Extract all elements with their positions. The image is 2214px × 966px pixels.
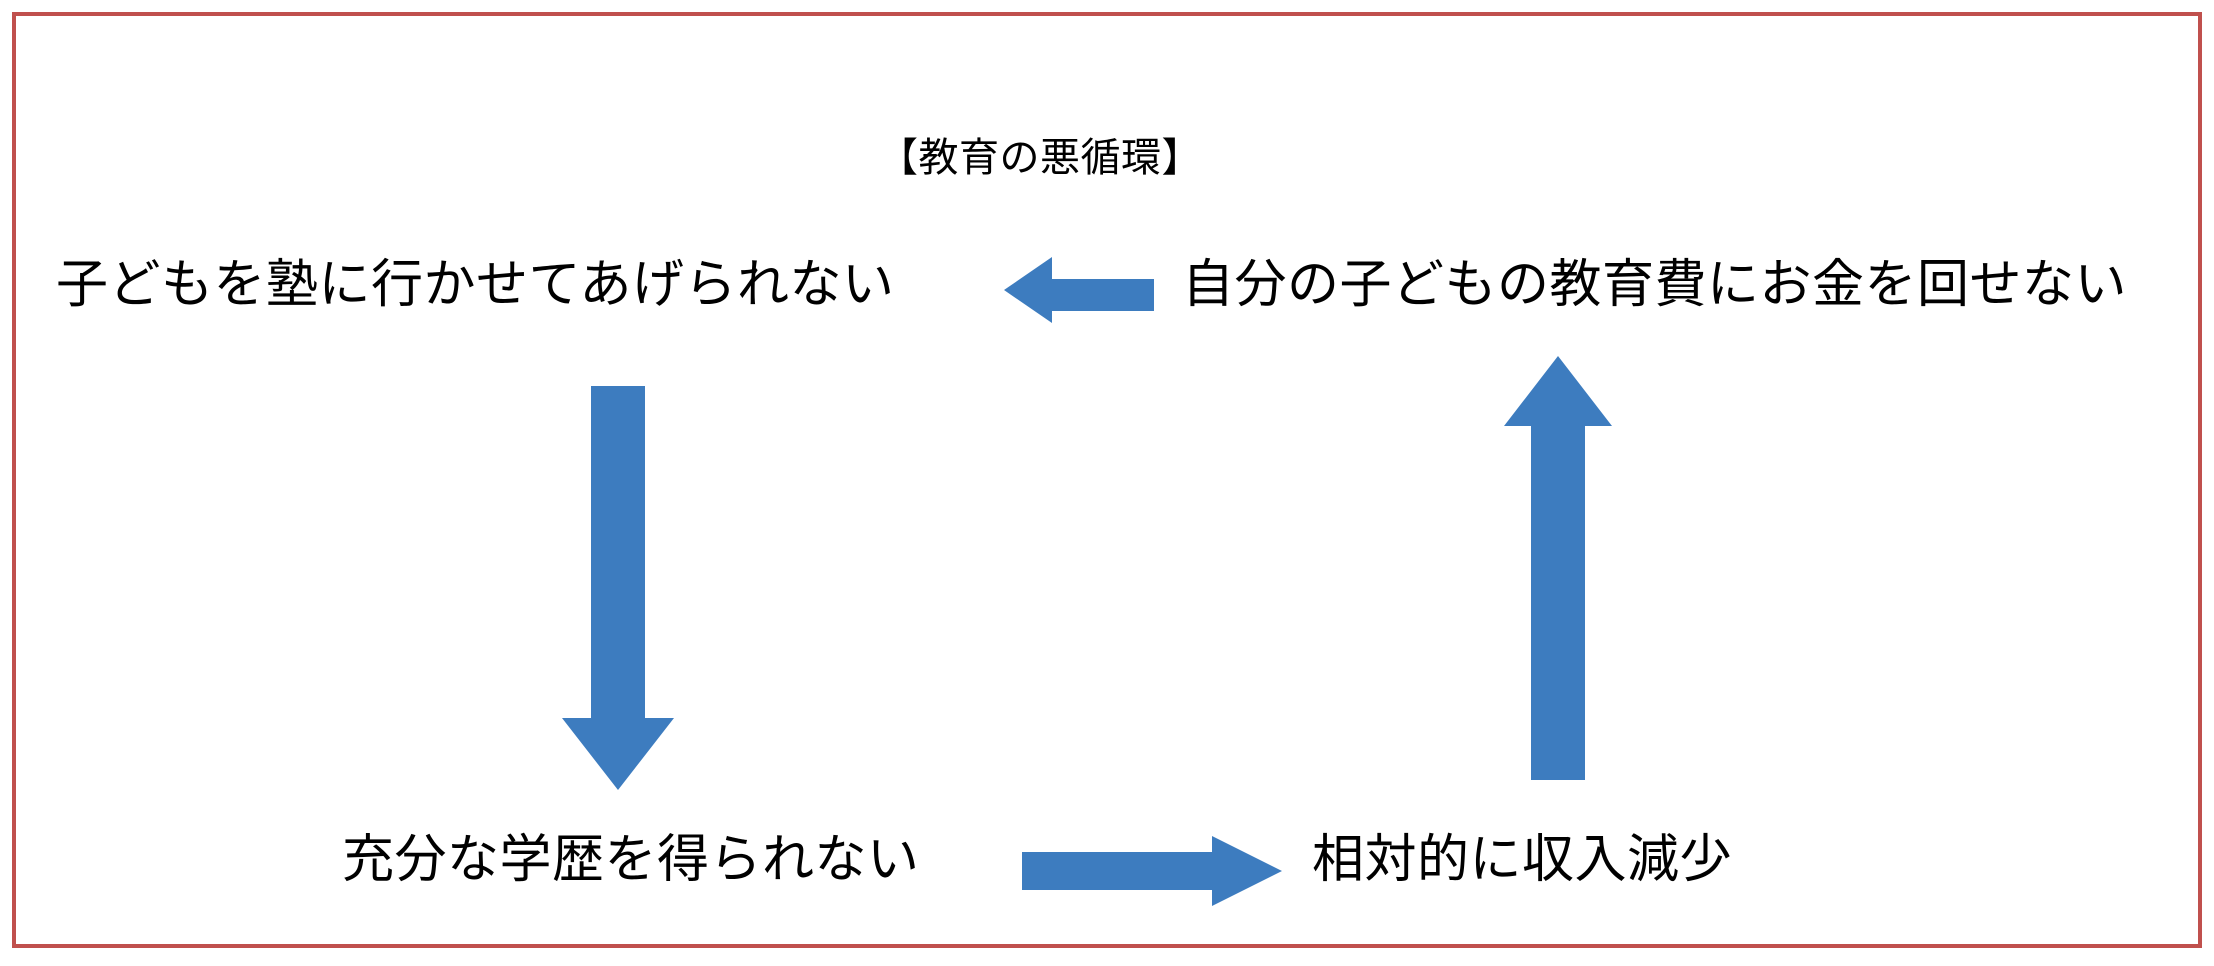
- arrow-up-icon: [1504, 356, 1612, 780]
- red-border-frame: 【教育の悪循環】 子どもを塾に行かせてあげられない 自分の子どもの教育費にお金を…: [12, 12, 2202, 948]
- node-top-left-label: 子どもを塾に行かせてあげられない: [56, 256, 895, 314]
- node-bottom-left-label: 充分な学歴を得られない: [342, 831, 920, 889]
- arrow-right-icon: [1022, 836, 1282, 906]
- node-top-right-label: 自分の子どもの教育費にお金を回せない: [1182, 256, 2128, 314]
- page-title: 【教育の悪循環】: [878, 136, 1202, 180]
- arrow-down-icon: [562, 386, 674, 790]
- node-bottom-right-label: 相対的に収入減少: [1312, 831, 1733, 889]
- arrow-left-icon: [1004, 257, 1154, 323]
